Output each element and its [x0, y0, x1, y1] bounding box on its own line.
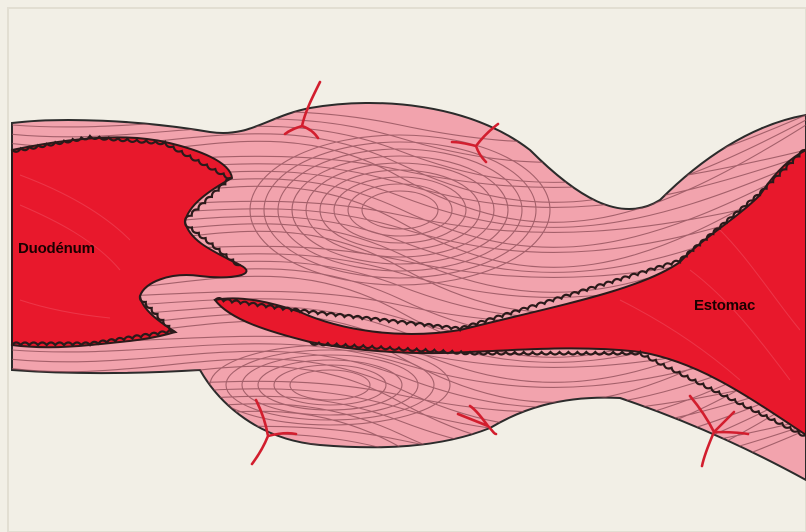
duodenum-label: Duodénum: [18, 240, 95, 257]
stomach-label: Estomac: [694, 297, 755, 314]
